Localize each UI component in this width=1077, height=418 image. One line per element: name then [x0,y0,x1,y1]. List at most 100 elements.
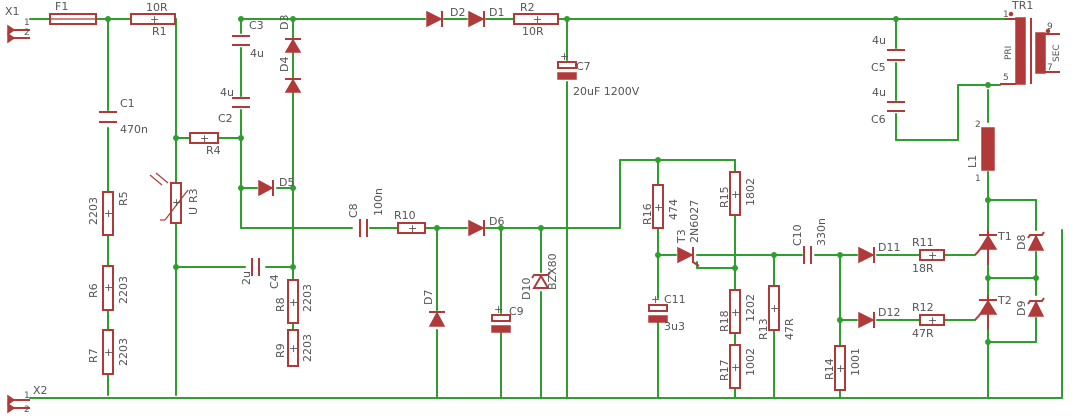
c4-ref: C4 [268,274,281,289]
scr-t2: T2 [974,294,1012,330]
r6-value: 2203 [117,276,130,304]
c11-value: 3u3 [664,320,685,333]
r5-value: 2203 [87,197,100,225]
tr1-pin1: 1 [1003,10,1009,20]
c8-ref: C8 [347,203,360,218]
r17-plus: + [731,361,740,374]
c9-ref: C9 [509,305,524,318]
resistor-r2: + R2 10R [513,1,559,38]
resistor-r13: + R13 47R [757,285,796,340]
r15-plus: + [731,188,740,201]
d10-value: BZX80 [546,253,559,290]
c6-ref: C6 [871,113,886,126]
r7-ref: R7 [87,348,100,363]
r3-ref: R3 [187,188,200,203]
r11-plus: + [928,249,937,262]
diode-d4: D4 [278,57,302,93]
r15-value: 1802 [744,178,757,206]
r11-value: 18R [912,262,934,275]
d3-ref: D3 [278,15,291,30]
r2-ref: R2 [520,1,535,14]
r5-ref: R5 [117,191,130,206]
diode-d11: D11 [858,241,900,264]
c7-ref: C7 [576,60,591,73]
resistor-r14: + R14 1001 [823,345,862,391]
capacitor-c9: + C9 [491,303,524,333]
t1-ref: T1 [997,230,1012,243]
resistor-r16: + R16 474 [641,184,680,229]
tr1-pin5: 5 [1003,73,1009,83]
r8-plus: + [289,296,298,309]
r12-ref: R12 [912,301,934,314]
c8-value: 100n [372,188,385,216]
l1-ref: L1 [966,155,979,168]
r13-value: 47R [783,318,796,340]
r12-plus: + [928,314,937,327]
diode-d12: D12 [858,306,900,329]
resistor-r18: + R18 1202 [718,289,757,334]
varistor-r3: + U R3 [149,172,200,224]
c10-value: 330n [815,218,828,246]
resistor-r7: + R7 2203 [87,329,130,375]
resistor-r4: + R4 [189,132,221,157]
c3-ref: C3 [249,19,264,32]
x2-pin2: 2 [24,405,30,415]
wires [29,18,1063,399]
resistor-r9: + R9 2203 [274,329,314,367]
resistor-r11: + R11 18R [912,236,945,275]
d7-ref: D7 [422,290,435,305]
capacitor-c7: + C7 20uF 1200V [557,50,640,98]
r13-plus: + [770,302,779,315]
c5-value: 4u [872,34,886,47]
r5-plus: + [104,207,113,220]
c2-value: 4u [220,86,234,99]
resistor-r5: + 2203 R5 [87,191,130,236]
capacitor-c2: 4u C2 [218,86,250,125]
d10-ref: D10 [520,278,533,300]
c6-value: 4u [872,86,886,99]
diode-d8: D8 [1015,231,1045,251]
diode-d9: D9 [1015,297,1045,317]
capacitor-c10: C10 330n [791,218,828,264]
r14-ref: R14 [823,358,836,380]
c11-plus: + [651,293,660,306]
capacitor-c8: C8 100n [347,188,385,237]
inductor-l1: 2 1 L1 [966,120,995,184]
c10-ref: C10 [791,224,804,246]
r7-value: 2203 [117,338,130,366]
c1-ref: C1 [120,97,135,110]
tr1-ref: TR1 [1011,0,1033,12]
r17-ref: R17 [718,359,731,381]
resistor-r10: + R10 [394,209,426,235]
tr1-pin9: 9 [1047,22,1053,32]
l1-pin1: 1 [975,174,981,184]
resistor-r6: + R6 2203 [87,265,130,311]
r3-value: U [187,207,200,215]
r8-value: 2203 [301,284,314,312]
f1-label: F1 [55,0,68,13]
r1-value: 10R [146,1,168,14]
r2-plus: + [533,13,542,26]
r2-value: 10R [522,25,544,38]
r9-plus: + [289,342,298,355]
r17-value: 1002 [744,348,757,376]
r18-value: 1202 [744,294,757,322]
x2-pin1: 1 [24,391,30,401]
resistor-r15: + R15 1802 [718,171,757,216]
c7-plus: + [560,50,569,63]
resistor-r1: + 10R R1 [130,1,176,38]
resistor-r8: + R8 2203 [274,279,314,324]
c5-ref: C5 [871,61,886,74]
diode-d7: D7 [422,290,446,327]
junctions [105,16,1039,345]
r11-ref: R11 [912,236,934,249]
r13-ref: R13 [757,318,770,340]
capacitor-c1: C1 470n [99,97,148,136]
capacitor-c3: C3 4u [232,19,264,60]
x2-label: X2 [33,384,48,397]
t2-ref: T2 [997,294,1012,307]
x1-pin1: 1 [24,18,30,28]
r16-plus: + [654,201,663,214]
t3-value: 2N6027 [688,200,701,243]
r1-ref: R1 [152,25,167,38]
